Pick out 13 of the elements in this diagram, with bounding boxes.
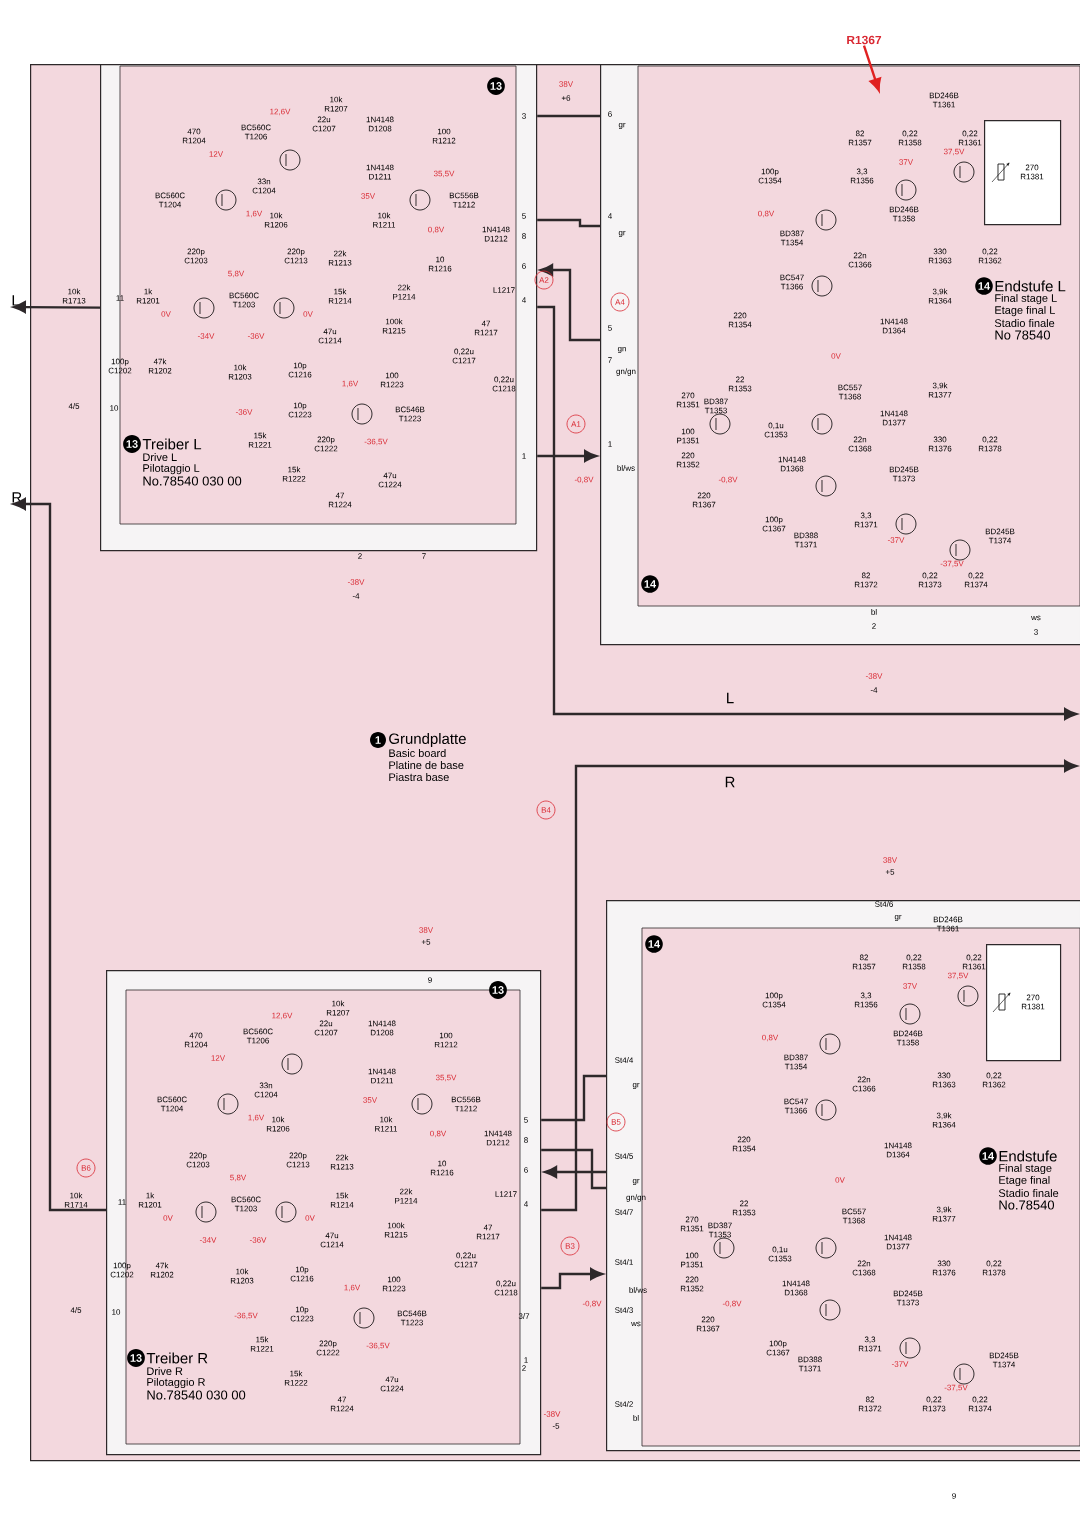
signal-line bbox=[537, 450, 597, 462]
signal-line bbox=[541, 1074, 606, 1122]
signal-line bbox=[537, 218, 600, 228]
signal-line bbox=[544, 1166, 606, 1178]
signal-line bbox=[537, 114, 600, 118]
leader-arrow bbox=[862, 45, 882, 92]
signal-line bbox=[537, 305, 1077, 720]
signal-line bbox=[541, 760, 1077, 1212]
signal-line bbox=[13, 498, 106, 1212]
signal-line bbox=[540, 264, 600, 342]
signal-line bbox=[541, 1148, 606, 1190]
signal-line bbox=[541, 1268, 603, 1290]
signal-line bbox=[13, 301, 100, 314]
